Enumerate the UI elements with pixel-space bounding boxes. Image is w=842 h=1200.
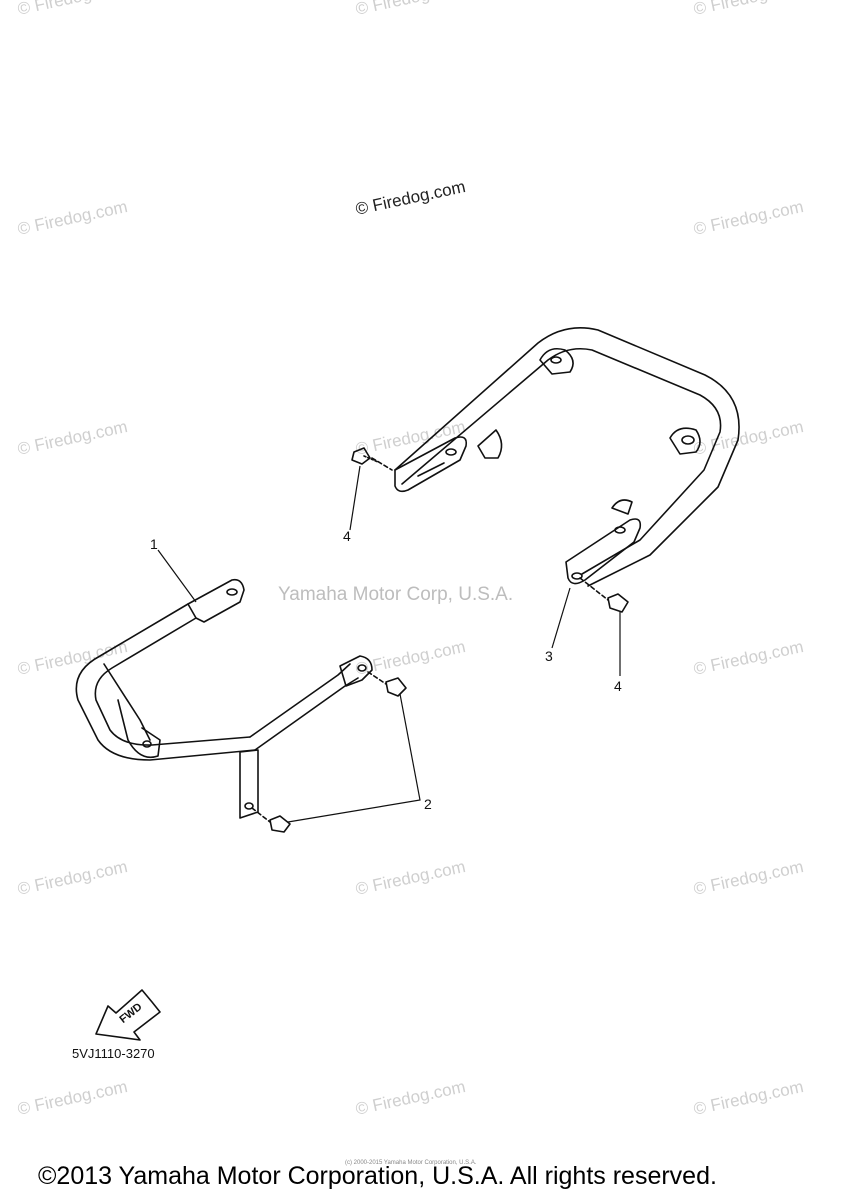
callout-4-right: 4 [614,678,622,694]
bolt [607,593,629,613]
callout-3: 3 [545,648,553,664]
bolt [269,815,291,833]
leader-lines [157,465,621,823]
part-code: 5VJ1110-3270 [72,1046,155,1061]
bolt [351,447,379,465]
callout-4: 4 [343,528,351,544]
fine-print: (c) 2000-2015 Yamaha Motor Corporation, … [345,1160,477,1166]
fwd-arrow-icon [95,989,161,1041]
front-guard [75,578,373,819]
copyright: ©2013 Yamaha Motor Corporation, U.S.A. A… [38,1162,717,1190]
center-watermark: Yamaha Motor Corp, U.S.A. [278,584,514,605]
callout-2: 2 [424,796,432,812]
callout-1: 1 [150,536,158,552]
bolt [385,677,407,697]
rear-grab-bar [394,327,740,587]
